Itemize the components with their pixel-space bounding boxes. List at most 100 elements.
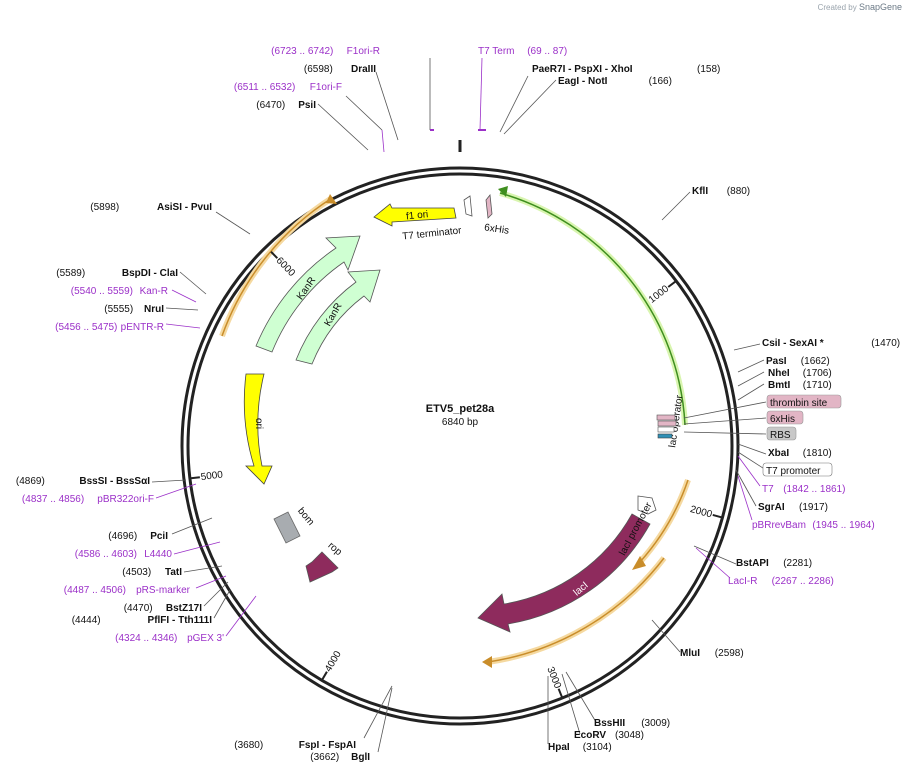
left-label-pos-8: (5456 .. 5475) [55,322,117,333]
label-box-thrombin [766,394,842,409]
left-label-pos-15: (4470) [124,603,153,614]
credit-prefix: Created by [817,3,857,12]
left-label-pos-3: (6470) [256,100,285,111]
feature-t7-terminator-label: T7 terminator [402,225,463,242]
tick-2000 [712,514,722,519]
left-label-pos-10: (4837 .. 4856) [22,494,84,505]
right-label-name-15: pBRrevBam [752,520,806,531]
left-label-name-13: TatI [165,567,182,578]
left-label-name-4: AsiSI - PvuI [157,202,212,213]
leader-lines [151,57,767,753]
left-label-name-12: L4440 [144,549,172,560]
left-label-pos-12: (4586 .. 4603) [75,549,137,560]
tick-1000 [667,280,676,288]
tick-label-3000: 3000 [544,665,563,690]
left-label-name-7: NruI [144,304,164,315]
right-label-pos-18: (2598) [715,648,744,659]
right-label-name-14: SgrAI [758,502,785,513]
right-label-name-2: EagI - NotI [558,76,608,87]
left-label-pos-6: (5540 .. 5559) [71,286,133,297]
tick-6000 [270,251,279,259]
left-label-name-0: F1ori-R [347,46,380,57]
left-label-pos-19: (3662) [310,752,339,763]
right-label-pos-3: (880) [727,186,750,197]
left-label-pos-7: (5555) [104,304,133,315]
right-label-pos-17: (2267 .. 2286) [772,576,834,587]
right-label-pos-11: (1810) [803,448,832,459]
right-label-pos-14: (1917) [799,502,828,513]
right-label-name-18: MluI [680,648,700,659]
left-label-name-15: BstZ17I [166,603,202,614]
left-label-pos-17: (4324 .. 4346) [115,633,177,644]
right-label-name-9: 6xHis [770,414,795,425]
feature-kanr-outer[interactable] [255,235,361,353]
feature-bom[interactable] [273,511,301,544]
left-label-name-6: Kan-R [140,286,168,297]
right-label-pos-4: (1470) [871,338,900,349]
right-label-name-7: BmtI [768,380,790,391]
right-label-pos-6: (1706) [803,368,832,379]
right-label-name-17: LacI-R [728,576,757,587]
feature-6xhis-top[interactable] [485,193,493,219]
left-label-pos-4: (5898) [90,202,119,213]
label-box-6xhis [766,410,804,425]
tick-label-1000: 1000 [647,283,672,306]
right-label-pos-19: (3009) [641,718,670,729]
feature-lac-operator-box[interactable] [657,426,675,433]
credit-brand: SnapGene [858,2,902,12]
left-label-name-2: F1ori-F [310,82,342,93]
left-label-name-10: pBR322ori-F [97,494,154,505]
orf-arrowhead-right [632,556,646,570]
left-label-pos-9: (4869) [16,476,45,487]
left-label-name-17: pGEX 3' [187,633,224,644]
feature-ori[interactable] [243,373,273,485]
left-label-name-9: BssSI - BssSαI [79,476,150,487]
left-label-name-11: PciI [150,531,168,542]
right-label-pos-2: (166) [649,76,672,87]
tick-label-5000: 5000 [200,469,224,483]
feature-rbs-box[interactable] [657,433,673,439]
right-label-name-0: T7 Term [478,46,515,57]
orf-arc-lower-line [487,557,665,663]
left-label-pos-5: (5589) [56,268,85,279]
orf-arc-upper-left-line [221,197,333,337]
orf-arc-right [637,479,691,564]
feature-ori-label: ori [253,418,264,429]
tick-label-6000: 6000 [274,255,298,279]
tick-5000 [190,476,200,480]
feature-thrombin-box[interactable] [656,414,676,421]
insert-arc [499,192,686,426]
feature-f1-ori[interactable] [373,203,457,227]
left-label-pos-1: (6598) [304,64,333,75]
feature-kanr-inner[interactable] [295,269,381,365]
tick-3000 [557,688,563,698]
plasmid-name: ETV5_pet28a [426,403,495,415]
left-label-name-8: pENTR-R [121,322,164,333]
left-label-name-14: pRS-marker [136,585,191,596]
backbone-inner [186,172,734,720]
feature-t7-terminator[interactable] [463,195,473,217]
label-box-t7-promoter [762,462,833,477]
right-label-name-13: T7 [762,484,774,495]
left-label-name-3: PsiI [298,100,316,111]
feature-rop[interactable] [305,551,339,583]
orf-arc-right-line [639,479,689,563]
right-label-name-1: PaeR7I - PspXI - XhoI [532,64,633,75]
tick-label-4000: 4000 [323,649,344,674]
orf-arrowhead-lower [482,656,492,668]
backbone-outer [180,166,740,726]
feature-laci[interactable] [477,513,651,633]
left-label-name-18: FspI - FspAI [299,740,356,751]
left-label-pos-13: (4503) [122,567,151,578]
left-label-pos-0: (6723 .. 6742) [271,46,333,57]
feature-6xhis-box[interactable] [657,420,677,427]
plasmid-size: 6840 bp [442,417,479,428]
feature-rop-label: rop [326,540,344,558]
tick-4000 [321,671,328,680]
right-label-pos-16: (2281) [783,558,812,569]
feature-laci-promoter[interactable] [637,495,657,515]
right-label-name-12: T7 promoter [766,466,821,477]
right-label-name-16: BstAPI [736,558,769,569]
right-label-pos-13: (1842 .. 1861) [783,484,845,495]
